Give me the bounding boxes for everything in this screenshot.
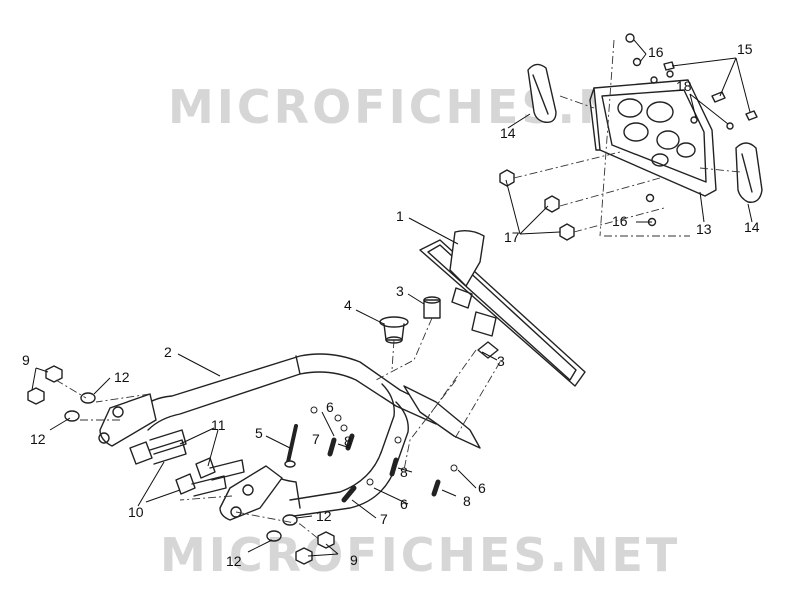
callout-3a: 3 (396, 283, 404, 299)
callout-8a: 8 (344, 433, 352, 449)
mount-bracket-1 (419, 229, 586, 387)
callout-12b: 12 (30, 431, 46, 447)
callout-12c: 12 (316, 508, 332, 524)
washers-6 (310, 406, 458, 486)
callout-8c: 8 (463, 493, 471, 509)
callout-6c: 6 (478, 480, 486, 496)
callout-5: 5 (255, 425, 263, 441)
callout-14a: 14 (500, 125, 516, 141)
callout-9b: 9 (350, 552, 358, 568)
bolt-11 (149, 429, 245, 481)
reflector-14-right (735, 142, 763, 203)
callout-3b: 3 (497, 353, 505, 369)
watermark-bottom: MICROFICHES.NET (160, 528, 681, 582)
callout-10: 10 (128, 504, 144, 520)
callout-2: 2 (164, 344, 172, 360)
callout-6b: 6 (400, 496, 408, 512)
callout-11: 11 (211, 417, 226, 433)
callout-12a: 12 (114, 369, 130, 385)
plate-holder-13 (589, 79, 717, 197)
spacer-3 (423, 296, 441, 319)
callout-16b: 16 (612, 213, 628, 229)
callout-6a: 6 (326, 399, 334, 415)
callout-8b: 8 (400, 464, 408, 480)
callout-14b: 14 (744, 219, 760, 235)
callout-16a: 16 (648, 44, 664, 60)
support-frame-2 (98, 353, 481, 521)
pins-7-8 (327, 433, 441, 503)
callout-17: 17 (504, 229, 520, 245)
reflector-14-left (527, 63, 557, 123)
nuts-9-washers-12 (27, 365, 335, 565)
callout-18: 18 (676, 78, 692, 94)
bolt-10-lower (175, 473, 227, 497)
callout-1: 1 (396, 208, 404, 224)
callout-9a: 9 (22, 352, 30, 368)
callout-7b: 7 (380, 511, 388, 527)
bolt-10-upper (129, 439, 187, 465)
callout-4: 4 (344, 297, 352, 313)
callout-15: 15 (737, 41, 753, 57)
callout-7a: 7 (312, 431, 320, 447)
callout-13: 13 (696, 221, 712, 237)
screw-5 (284, 424, 298, 468)
bushing-4 (379, 316, 409, 344)
callout-12d: 12 (226, 553, 242, 569)
